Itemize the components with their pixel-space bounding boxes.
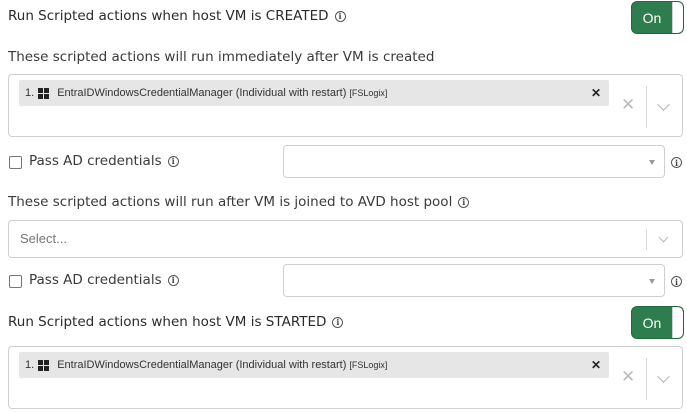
started-actions-select[interactable]: 1. EntraIDWindowsCredentialManager (Indi… <box>8 346 683 409</box>
select-divider <box>646 358 647 400</box>
toggle-knob <box>672 2 683 33</box>
clear-icon[interactable]: ✕ <box>621 367 636 387</box>
started-section-title: Run Scripted actions when host VM is STA… <box>8 314 344 330</box>
chip-index: 1. <box>25 359 35 371</box>
pass-ad-credentials-label: Pass AD credentials i <box>29 153 179 169</box>
joined-actions-select[interactable]: Select... <box>8 220 683 258</box>
windows-icon <box>38 87 50 99</box>
chip-index: 1. <box>25 87 35 99</box>
joined-actions-label: These scripted actions will run after VM… <box>8 194 470 210</box>
info-icon[interactable]: i <box>671 157 682 168</box>
chevron-down-icon[interactable] <box>657 98 670 111</box>
remove-icon[interactable]: ✕ <box>590 358 601 372</box>
windows-icon <box>38 359 50 371</box>
chevron-down-icon[interactable] <box>658 232 669 243</box>
caret-down-icon <box>649 160 655 165</box>
chip-name: EntraIDWindowsCredentialManager (Individ… <box>57 87 347 99</box>
started-title-text: Run Scripted actions when host VM is STA… <box>8 314 327 330</box>
info-icon[interactable]: i <box>332 316 344 328</box>
pass-ad-credentials-label-2: Pass AD credentials i <box>29 272 179 288</box>
pass-ad-credentials-checkbox-2[interactable] <box>9 275 22 288</box>
info-icon[interactable]: i <box>458 196 470 208</box>
info-icon[interactable]: i <box>671 276 682 287</box>
credentials-select[interactable] <box>283 145 665 178</box>
select-divider <box>646 86 647 128</box>
toggle-knob <box>672 307 683 338</box>
chip-name: EntraIDWindowsCredentialManager (Individ… <box>57 359 347 371</box>
chevron-down-icon[interactable] <box>657 370 670 383</box>
started-toggle-label: On <box>642 314 662 331</box>
info-icon[interactable]: i <box>167 155 179 167</box>
clear-icon[interactable]: ✕ <box>621 95 636 115</box>
chip-tag: [FSLogix] <box>349 360 388 370</box>
chip-tag: [FSLogix] <box>349 88 388 98</box>
started-action-chip: 1. EntraIDWindowsCredentialManager (Indi… <box>19 352 609 378</box>
info-icon[interactable]: i <box>334 10 346 22</box>
created-title-text: Run Scripted actions when host VM is CRE… <box>8 8 329 24</box>
pass-ad-credentials-checkbox[interactable] <box>9 156 22 169</box>
caret-down-icon <box>649 279 655 284</box>
immediate-actions-select[interactable]: 1. EntraIDWindowsCredentialManager (Indi… <box>8 74 683 137</box>
credentials-select-2[interactable] <box>283 264 665 297</box>
immediate-action-chip: 1. EntraIDWindowsCredentialManager (Indi… <box>19 80 609 106</box>
immediate-actions-label: These scripted actions will run immediat… <box>8 49 434 65</box>
select-divider <box>646 229 647 250</box>
immediate-actions-label-text: These scripted actions will run immediat… <box>8 49 435 65</box>
remove-icon[interactable]: ✕ <box>590 86 601 100</box>
joined-actions-placeholder: Select... <box>20 231 67 246</box>
created-toggle-label: On <box>642 9 662 26</box>
joined-actions-label-text: These scripted actions will run after VM… <box>8 194 453 210</box>
pass-ad-credentials-text-2: Pass AD credentials <box>29 272 162 288</box>
info-icon[interactable]: i <box>167 274 179 286</box>
created-section-title: Run Scripted actions when host VM is CRE… <box>8 8 346 24</box>
pass-ad-credentials-text: Pass AD credentials <box>29 153 162 169</box>
created-toggle[interactable]: On <box>631 1 684 34</box>
started-toggle[interactable]: On <box>631 306 684 339</box>
